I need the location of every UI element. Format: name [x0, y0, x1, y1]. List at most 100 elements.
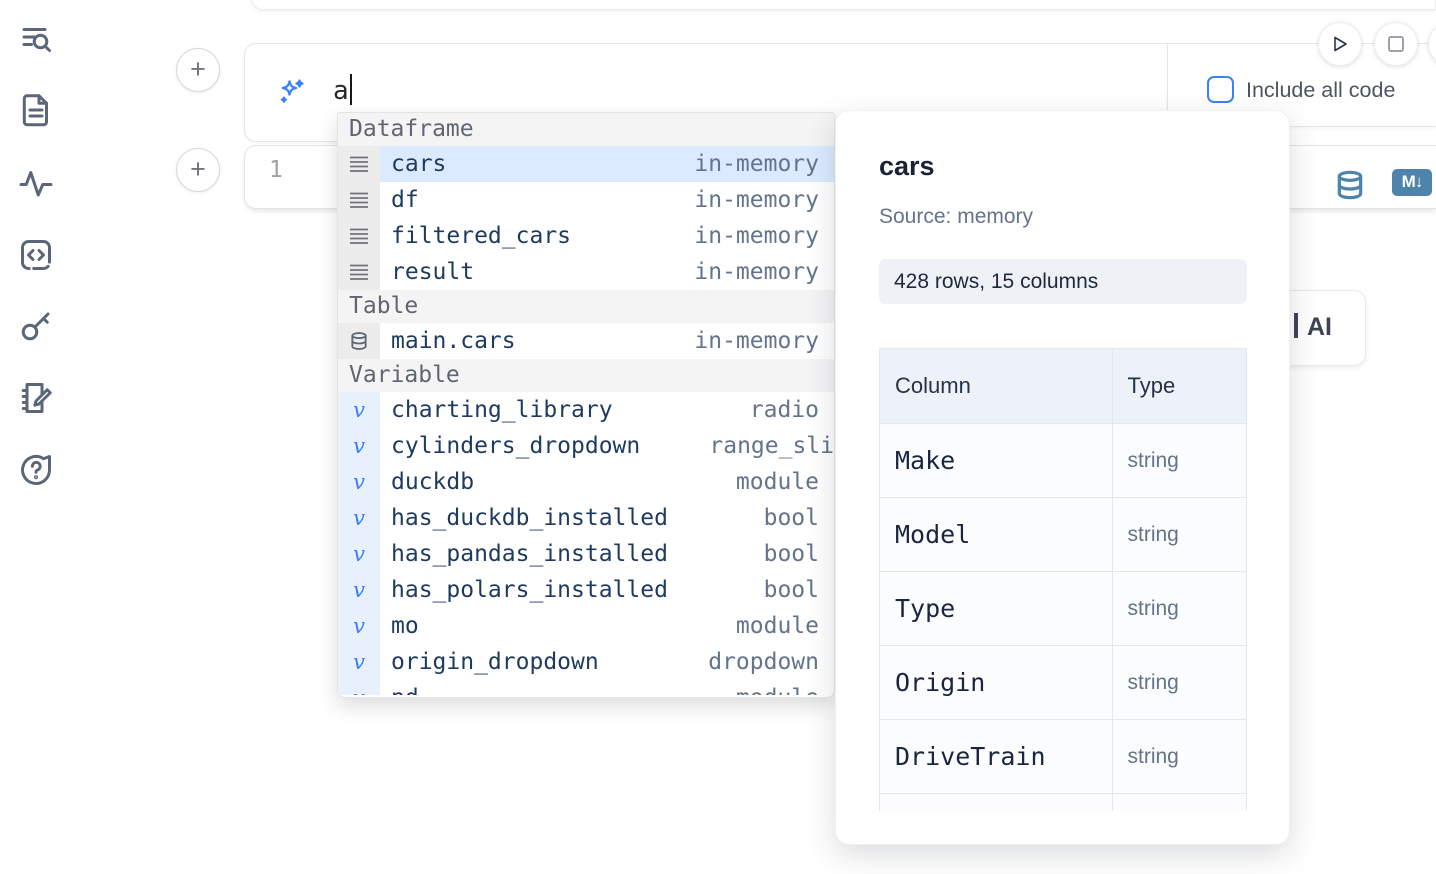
schema-column-type: string: [1111, 423, 1247, 498]
popover-source: Source: memory: [879, 205, 1034, 228]
add-cell-button-top[interactable]: +: [176, 48, 220, 92]
item-name: duckdb: [391, 469, 475, 495]
schema-table-body: Make string Model string Type string Ori…: [879, 423, 1247, 811]
item-name: has_duckdb_installed: [391, 505, 668, 531]
autocomplete-item[interactable]: v mo module: [338, 608, 834, 644]
rows-icon: [350, 264, 368, 280]
schema-row: [879, 793, 1247, 811]
item-gutter: v: [338, 608, 380, 644]
autocomplete-item[interactable]: v df in-memory: [338, 182, 834, 218]
autocomplete-item[interactable]: v has_polars_installed bool: [338, 572, 834, 608]
variable-icon: v: [353, 614, 365, 638]
schema-row: Make string: [879, 423, 1247, 498]
list-search-icon[interactable]: [18, 22, 54, 58]
schema-row: Type string: [879, 571, 1247, 646]
schema-column-name: Model: [879, 497, 1113, 572]
variable-icon: v: [353, 686, 365, 695]
rows-icon: [350, 192, 368, 208]
activity-icon[interactable]: [18, 165, 54, 201]
item-type: bool: [763, 577, 819, 603]
autocomplete-section-header: Variable: [338, 359, 834, 392]
item-gutter: v: [338, 146, 380, 182]
item-gutter: v: [338, 536, 380, 572]
include-all-code-label: Include all code: [1246, 78, 1396, 102]
schema-column-name: Type: [879, 571, 1113, 646]
schema-column-name: DriveTrain: [879, 719, 1113, 794]
item-gutter: v: [338, 254, 380, 290]
schema-row: Origin string: [879, 645, 1247, 720]
item-gutter: v: [338, 644, 380, 680]
variable-icon: v: [353, 398, 365, 422]
item-gutter: v: [338, 680, 380, 695]
schema-table: Column Type Make string Model string Typ…: [879, 348, 1248, 811]
item-type: radio: [749, 397, 819, 423]
help-chat-icon[interactable]: [18, 452, 54, 488]
document-icon[interactable]: [18, 92, 54, 128]
autocomplete-item[interactable]: v duckdb module: [338, 464, 834, 500]
schema-row: DriveTrain string: [879, 719, 1247, 794]
item-name: charting_library: [391, 397, 613, 423]
key-icon[interactable]: [18, 308, 54, 344]
item-name: cars: [391, 151, 447, 177]
item-type: bool: [763, 505, 819, 531]
autocomplete-item[interactable]: v has_duckdb_installed bool: [338, 500, 834, 536]
item-name: main.cars: [391, 328, 516, 354]
schema-column-type: string: [1111, 645, 1247, 720]
sparkles-icon: [277, 77, 307, 107]
notebook-edit-icon[interactable]: [18, 380, 54, 416]
autocomplete-item[interactable]: v cars in-memory: [338, 146, 834, 182]
item-type: module: [735, 469, 819, 495]
item-name: mo: [391, 613, 419, 639]
run-button[interactable]: [1318, 22, 1362, 66]
include-all-code-checkbox[interactable]: [1207, 76, 1234, 103]
item-gutter: v: [338, 392, 380, 428]
item-name: origin_dropdown: [391, 649, 599, 675]
item-name: cylinders_dropdown: [391, 433, 641, 459]
schema-col-header: Column: [879, 348, 1113, 424]
item-gutter: v: [338, 500, 380, 536]
autocomplete-section-header: Dataframe: [338, 113, 834, 146]
ai-card-label: AI: [1307, 313, 1332, 341]
item-type: in-memory: [694, 151, 819, 177]
autocomplete-item[interactable]: v has_pandas_installed bool: [338, 536, 834, 572]
item-type: bool: [763, 541, 819, 567]
item-type: in-memory: [694, 223, 819, 249]
item-name: has_pandas_installed: [391, 541, 668, 567]
stop-icon: [1388, 36, 1404, 52]
schema-column-name: [879, 793, 1113, 811]
code-block-icon[interactable]: [18, 237, 54, 273]
play-icon: [1334, 36, 1347, 52]
autocomplete-item[interactable]: v result in-memory: [338, 254, 834, 290]
database-icon[interactable]: [1334, 169, 1366, 206]
clipped-letter: [1294, 313, 1298, 338]
popover-title: cars: [879, 151, 935, 181]
item-type: in-memory: [694, 328, 819, 354]
item-gutter: v: [338, 182, 380, 218]
schema-column-name: Make: [879, 423, 1113, 498]
autocomplete-item[interactable]: v filtered_cars in-memory: [338, 218, 834, 254]
variable-icon: v: [353, 650, 365, 674]
markdown-icon[interactable]: M↓: [1392, 169, 1432, 196]
database-icon: [351, 332, 367, 350]
add-cell-button-bottom[interactable]: +: [176, 148, 220, 192]
item-type: in-memory: [694, 187, 819, 213]
item-gutter: v: [338, 428, 380, 464]
previous-cell-edge: [251, 0, 1436, 10]
ai-prompt-input[interactable]: a: [333, 74, 352, 106]
variable-icon: v: [353, 470, 365, 494]
item-name: has_polars_installed: [391, 577, 668, 603]
item-type: in-memory: [694, 259, 819, 285]
variable-icon: v: [353, 434, 365, 458]
schema-column-type: string: [1111, 497, 1247, 572]
item-name: df: [391, 187, 419, 213]
autocomplete-item[interactable]: v pd module: [338, 680, 834, 695]
autocomplete-item[interactable]: v cylinders_dropdown range_sli: [338, 428, 834, 464]
autocomplete-section-header: Table: [338, 290, 834, 323]
autocomplete-item[interactable]: v charting_library radio: [338, 392, 834, 428]
schema-type-header: Type: [1111, 348, 1247, 424]
schema-column-name: Origin: [879, 645, 1113, 720]
stop-button[interactable]: [1374, 22, 1418, 66]
schema-column-type: string: [1111, 571, 1247, 646]
autocomplete-item[interactable]: v origin_dropdown dropdown: [338, 644, 834, 680]
autocomplete-item[interactable]: v main.cars in-memory: [338, 323, 834, 359]
